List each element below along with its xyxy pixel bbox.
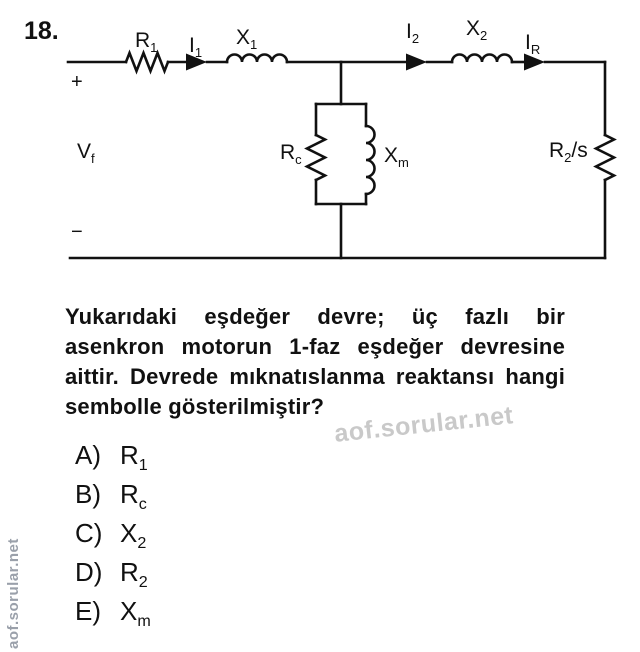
inductor-x2 bbox=[450, 53, 514, 64]
option-d[interactable]: D) R2 bbox=[75, 557, 148, 591]
option-letter: C) bbox=[75, 518, 103, 548]
option-letter: E) bbox=[75, 596, 101, 626]
option-letter: A) bbox=[75, 440, 101, 470]
current-arrow-i2-icon bbox=[406, 53, 427, 71]
option-value: Rc bbox=[120, 479, 147, 514]
option-letter: B) bbox=[75, 479, 101, 509]
resistor-rc bbox=[304, 133, 328, 182]
option-e[interactable]: E) Xm bbox=[75, 596, 151, 630]
label-r1: R1 bbox=[135, 29, 158, 56]
resistor-r2s bbox=[593, 133, 617, 182]
equivalent-circuit-diagram bbox=[66, 49, 617, 260]
label-vf: Vf bbox=[77, 140, 95, 167]
label-ir: IR bbox=[525, 31, 541, 58]
question-text: Yukarıdaki eşdeğer devre; üç fazlı bir a… bbox=[65, 302, 565, 422]
polarity-plus-sign: + bbox=[71, 71, 83, 93]
option-value: X2 bbox=[120, 518, 147, 553]
current-arrow-i1-icon bbox=[186, 53, 207, 71]
option-a[interactable]: A) R1 bbox=[75, 440, 148, 474]
option-value: R2 bbox=[120, 557, 148, 592]
option-letter: D) bbox=[75, 557, 103, 587]
option-c[interactable]: C) X2 bbox=[75, 518, 146, 552]
label-x2: X2 bbox=[466, 17, 488, 44]
question-line: aittir. Devrede mıknatıslanma reaktansı … bbox=[65, 364, 565, 389]
inductor-x1 bbox=[225, 53, 289, 64]
inductor-xm bbox=[364, 124, 376, 196]
question-number: 18. bbox=[24, 17, 59, 45]
label-x1: X1 bbox=[236, 26, 258, 53]
question-line: asenkron motorun 1-faz eşdeğer devresine bbox=[65, 334, 565, 359]
resistor-r1 bbox=[124, 49, 170, 75]
label-i1: I1 bbox=[189, 34, 203, 61]
watermark-left: aof.sorular.net bbox=[5, 538, 22, 649]
question-line: Yukarıdaki eşdeğer devre; üç fazlı bir bbox=[65, 304, 565, 329]
label-rc: Rc bbox=[280, 141, 302, 168]
question-line: sembolle gösterilmiştir? bbox=[65, 394, 325, 419]
label-i2: I2 bbox=[406, 20, 420, 47]
option-value: Xm bbox=[120, 596, 151, 631]
label-xm: Xm bbox=[384, 144, 409, 171]
option-value: R1 bbox=[120, 440, 148, 475]
label-r2s: R2/s bbox=[549, 139, 588, 166]
polarity-minus-sign: − bbox=[71, 221, 83, 243]
option-b[interactable]: B) Rc bbox=[75, 479, 147, 513]
current-arrow-ir-icon bbox=[524, 53, 545, 71]
